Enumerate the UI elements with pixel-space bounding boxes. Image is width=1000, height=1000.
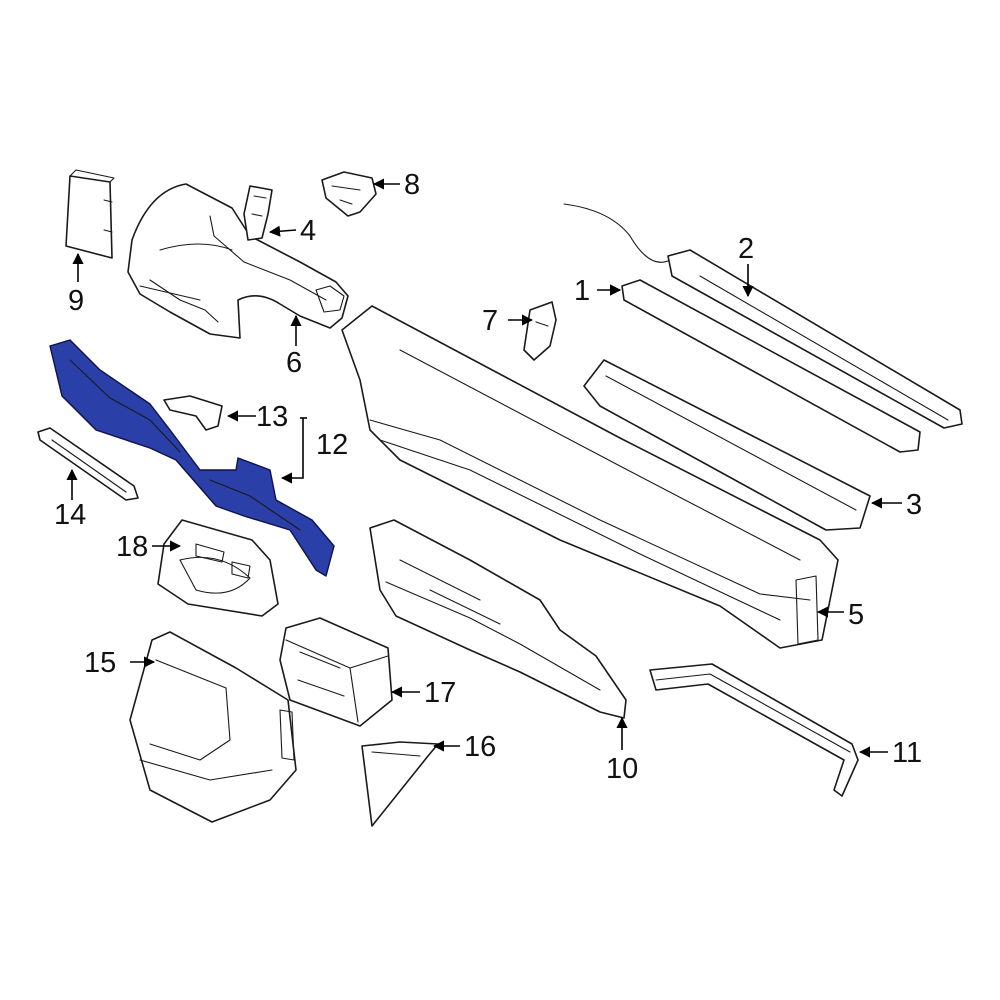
part-11-side-brace: [649, 663, 859, 797]
callout-17: 17: [424, 677, 456, 709]
part-18-bezel: [157, 519, 279, 617]
part-4-bracket: [243, 185, 273, 241]
callout-4: 4: [300, 215, 316, 247]
part-9-cover-panel: [65, 169, 115, 259]
part-16-triangle-trim: [361, 741, 439, 827]
part-13-bracket: [163, 395, 223, 431]
callout-16: 16: [464, 731, 496, 763]
part-5-lower-dash: [341, 305, 839, 649]
callout-11: 11: [892, 737, 922, 769]
part-17-module-box: [279, 617, 393, 727]
leader-lines: [66, 178, 902, 758]
part-14-trim-piece: [37, 427, 139, 501]
part-2-harness-rail: [563, 203, 963, 429]
callout-2: 2: [738, 233, 754, 265]
callout-13: 13: [256, 401, 288, 433]
callout-18: 18: [116, 531, 148, 563]
part-10-console-frame: [369, 519, 627, 719]
callout-12: 12: [316, 429, 348, 461]
callout-1: 1: [574, 275, 590, 307]
part-15-console-housing: [129, 631, 297, 823]
part-8-bracket: [321, 171, 377, 217]
callout-14: 14: [54, 499, 86, 531]
part-12-carrier-highlighted: [49, 339, 335, 577]
callout-9: 9: [68, 285, 84, 317]
callout-labels: 1 2 3 4 5 6 7 8 9 10 11 12 13 14 15 16 1…: [54, 169, 922, 785]
callout-6: 6: [286, 347, 302, 379]
part-3-trim-strip: [583, 359, 871, 531]
callout-10: 10: [606, 753, 638, 785]
callout-15: 15: [84, 647, 116, 679]
part-7-clip: [523, 301, 557, 361]
part-1-mesh-strip: [621, 279, 921, 453]
callout-7: 7: [482, 305, 498, 337]
callout-8: 8: [404, 169, 420, 201]
part-6-upper-panel: [127, 183, 349, 339]
callout-5: 5: [848, 599, 864, 631]
callout-3: 3: [906, 489, 922, 521]
